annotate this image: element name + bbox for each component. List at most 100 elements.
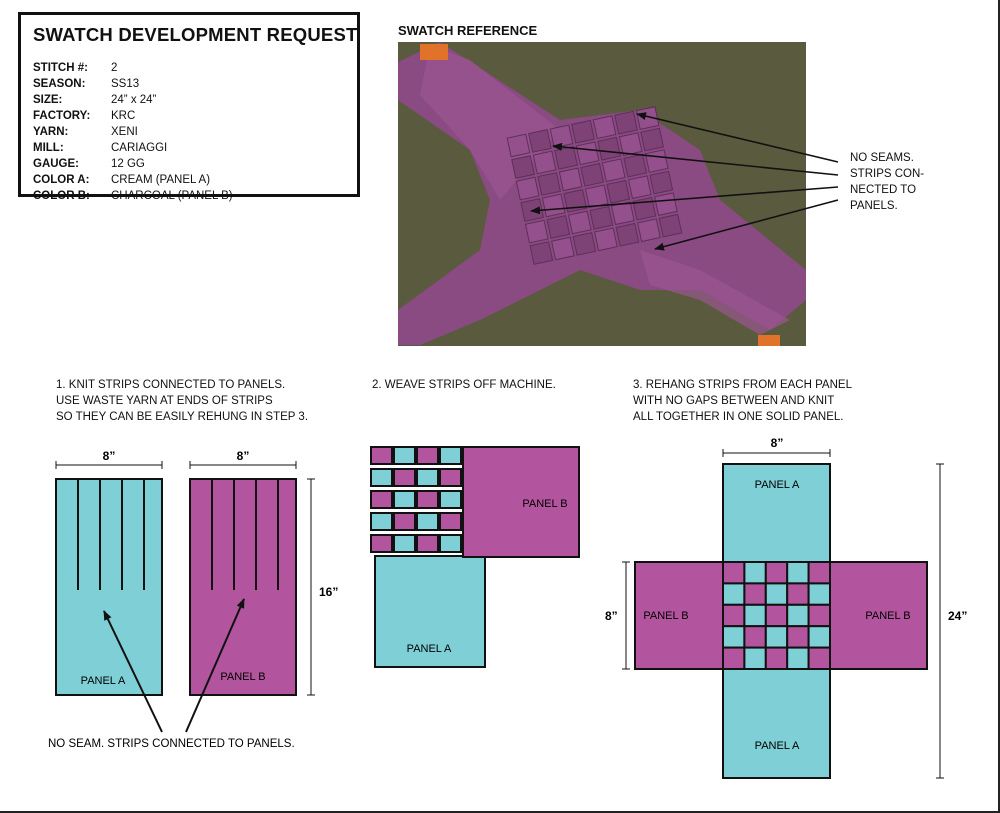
photo-weave-cell [589,205,614,230]
weave-cell [764,625,789,649]
weave-cell [370,468,393,487]
photo-weave-cell [592,115,617,140]
woven-grid [370,446,462,553]
callout-arrow-3 [530,186,839,215]
weave-cell [743,625,767,649]
weave-cell [722,646,746,670]
strip-slits-b [211,479,279,590]
photo-weave-cell [537,172,561,196]
spec-value: 2 [111,62,118,74]
panel-b-right-label: PANEL B [865,610,910,622]
photo-weave-cell [506,133,531,158]
spec-row: SIZE: 24” x 24” [33,92,156,108]
strip-slits-a [77,479,145,590]
photo-weave-cell [558,167,583,192]
yarn-end-bottom [758,335,780,346]
photo-weave-cell [532,150,557,175]
yarn-end-top [420,44,448,60]
weave-cell [393,468,416,487]
weave-cell [393,534,416,553]
photo-weave-cell [627,175,652,200]
spec-label: FACTORY: [33,110,91,122]
weave-cell [743,646,767,670]
diagram-2: PANEL A PANEL B [370,446,580,668]
weave-cell [807,625,831,649]
photo-weave-cell [601,158,626,183]
weave-cell [439,446,462,465]
swatch-reference-title: SWATCH REFERENCE [398,23,538,38]
note-arrow-b [185,598,245,733]
photo-weave-cell [618,132,643,156]
height-label: 16” [319,585,338,599]
total-height-label: 24” [948,609,967,623]
photo-weave-cell [524,219,549,244]
width-label-a: 8” [103,449,116,463]
weave-cell [764,582,789,606]
spec-row: MILL:CARIAGGI [33,140,167,156]
weave-cell [439,468,462,487]
photo-weave-cell [654,192,678,216]
spec-value: 24” x 24” [111,94,157,106]
weave-cell [722,582,746,606]
weave-cell [416,512,439,531]
weave-cell [722,625,746,649]
panel-a-rect [55,478,163,696]
spec-label: MILL: [33,142,64,154]
photo-weave-cell [623,153,648,178]
photo-weave-cell [515,176,540,201]
weave-cell [393,512,416,531]
panel-a-rect [374,555,486,668]
spec-row: COLOR A:CREAM (PANEL A) [33,172,210,188]
panel-b-left-label: PANEL B [643,610,688,622]
callout-arrow-1 [636,112,839,163]
weave-cell [743,582,767,606]
weave-cell [416,468,439,487]
weave-cell [786,561,810,585]
weave-cell [393,446,416,465]
weave-cell [764,603,789,628]
weave-cell [786,582,810,606]
panel-a-label: PANEL A [407,643,452,655]
weave-cell [786,625,810,649]
weave-cell [786,603,810,628]
spec-label: COLOR A: [33,174,90,186]
panel-b-label: PANEL B [220,671,265,683]
width-label: 8” [771,436,784,450]
weave-cell [370,446,393,465]
photo-weave-cell [614,110,638,135]
spec-label: SEASON: [33,78,86,90]
panel-a-label: PANEL A [81,675,126,687]
seam-note: NO SEAM. STRIPS CONNECTED TO PANELS. [48,738,295,750]
weave-cell [370,512,393,531]
weave-cell [807,646,831,670]
weave-cell [807,561,831,585]
weave-cell [370,490,393,509]
callout-arrow-2 [552,142,839,176]
photo-weave-cell [572,232,597,256]
note-arrow-a [103,610,163,733]
photo-weave-cell [644,149,669,173]
woven-grid [722,561,831,670]
spec-row: YARN:XENI [33,124,138,140]
photo-weave-cell [541,193,566,218]
diagram-3: 8” PANEL A PANEL A PANEL B PANEL B 8” 24… [605,436,967,779]
panel-b-label: PANEL B [522,498,567,510]
photo-weave-cell [610,201,635,226]
weave-cell [439,490,462,509]
spec-label: YARN: [33,126,69,138]
weave-cell [743,603,767,628]
step-2-caption: 2. WEAVE STRIPS OFF MACHINE. [372,379,556,391]
weave-cell [807,603,831,628]
spec-label: SIZE: [33,94,63,106]
weave-cell [722,603,746,628]
step-1-caption: 1. KNIT STRIPS CONNECTED TO PANELS. USE … [56,379,309,423]
weave-cell [764,646,789,670]
photo-weave-cell [594,227,618,252]
photo-weave-cell [511,155,535,179]
weave-cell [370,534,393,553]
weave-cell [416,446,439,465]
side-height-label: 8” [605,609,618,623]
